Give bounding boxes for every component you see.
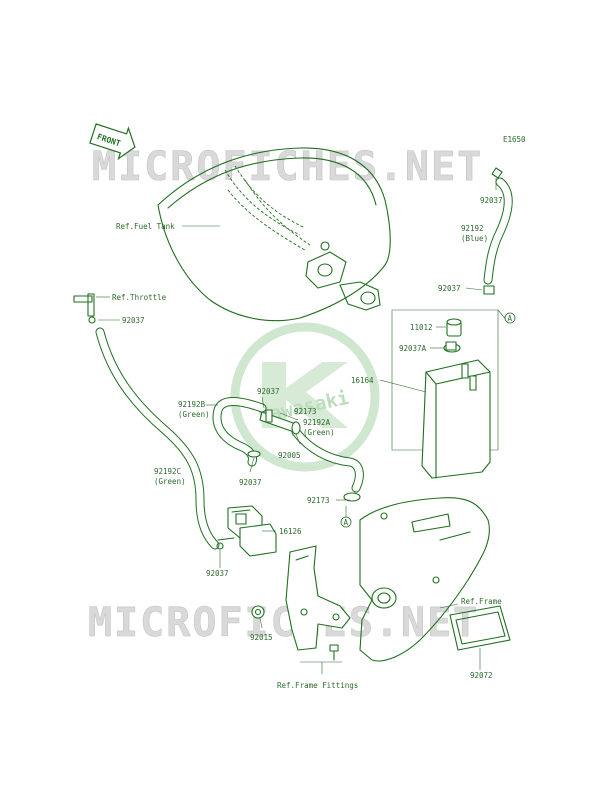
label-92037a: 92037A (399, 344, 427, 353)
grommet-92015 (251, 605, 265, 619)
diagram-code: E1650 (503, 135, 526, 144)
canister-16164 (421, 359, 491, 479)
label-92037-mid: 92037 (257, 387, 280, 396)
hose-92192-blue (483, 177, 513, 285)
clamp-92037-right (483, 285, 495, 295)
kawasaki-logo: Kawasaki (230, 322, 380, 472)
label-92037-lowmid: 92037 (239, 478, 262, 487)
frame (359, 497, 490, 662)
label-11012: 11012 (410, 323, 433, 332)
label-92015: 92015 (250, 633, 273, 642)
solenoid-valve-16126 (216, 505, 277, 557)
fuel-tank (157, 147, 391, 322)
label-92192c-col: (Green) (154, 477, 186, 486)
label-16164: 16164 (351, 376, 374, 385)
label-92192-blue-num: 92192 (461, 224, 484, 233)
svg-text:A: A (344, 518, 349, 527)
label-92173-top: 92173 (294, 407, 317, 416)
throttle-fitting (73, 293, 96, 324)
label-16126: 16126 (279, 527, 302, 536)
label-92005: 92005 (278, 451, 301, 460)
label-92192c-num: 92192C (154, 467, 181, 476)
label-92173-low: 92173 (307, 496, 330, 505)
clamp-92037-lowmid (247, 450, 261, 458)
seal-92072 (449, 605, 511, 651)
label-92037-left: 92037 (122, 316, 145, 325)
label-92192a-num: 92192A (303, 418, 331, 427)
watermark-bottom: MICROFICHES.NET (88, 600, 479, 646)
label-92192b-col: (Green) (178, 410, 210, 419)
bracket (285, 545, 351, 651)
label-92192-blue-col: (Blue) (461, 234, 488, 243)
bolt-frame-fitting (329, 644, 339, 661)
label-ref-frame-fittings: Ref.Frame Fittings (277, 681, 358, 690)
svg-text:A: A (508, 314, 513, 323)
clamp-92037-top (491, 167, 503, 179)
hose-92192c (95, 327, 220, 550)
label-92037-bottom: 92037 (206, 569, 229, 578)
cap-11012 (446, 318, 462, 337)
label-ref-throttle: Ref.Throttle (112, 293, 167, 302)
watermark-top: MICROFICHES.NET (92, 144, 483, 190)
label-92192a-col: (Green) (303, 428, 335, 437)
label-92037-right: 92037 (438, 284, 461, 293)
callout-a-top (504, 312, 516, 324)
label-92072: 92072 (470, 671, 493, 680)
clamp-92037a (443, 341, 461, 353)
label-ref-fuel-tank: Ref.Fuel Tank (116, 222, 175, 231)
label-ref-frame: Ref.Frame (461, 597, 502, 606)
label-92037-top: 92037 (480, 196, 503, 205)
front-arrow-icon: FRONT (89, 123, 136, 161)
canister-box (391, 309, 499, 451)
hose-92192a (291, 427, 364, 493)
label-92192b-num: 92192B (178, 400, 206, 409)
clamp-92173-low (343, 492, 361, 502)
